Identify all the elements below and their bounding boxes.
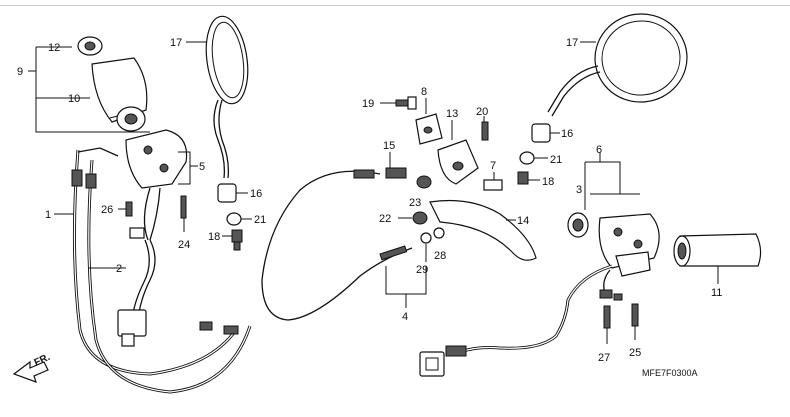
label-17-right: 17 <box>566 37 578 49</box>
part-8-holder <box>415 98 443 145</box>
part-5-switch-housing <box>125 129 188 241</box>
top-border-line <box>0 5 790 6</box>
label-6: 6 <box>596 144 602 156</box>
part-26-screw <box>118 201 133 217</box>
part-23-washer <box>416 175 432 189</box>
label-29: 29 <box>416 264 428 276</box>
part-15-adjuster <box>385 152 407 179</box>
label-22: 22 <box>379 213 391 225</box>
bracket-6 <box>585 161 621 194</box>
part-2-throttle-cable <box>85 159 252 394</box>
label-26: 26 <box>101 204 113 216</box>
label-21-left: 21 <box>254 214 266 226</box>
label-27: 27 <box>598 352 610 364</box>
label-11: 11 <box>711 287 722 299</box>
label-18-right: 18 <box>542 176 554 188</box>
label-4: 4 <box>402 311 408 323</box>
diagram-code: MFE7F0300A <box>642 368 698 378</box>
part-7-switch <box>483 172 503 191</box>
part-17-mirror-left <box>205 15 249 179</box>
label-13: 13 <box>446 108 458 120</box>
label-20: 20 <box>476 106 488 118</box>
label-19: 19 <box>362 98 374 110</box>
front-direction-arrow <box>12 360 49 383</box>
connector-left <box>117 309 147 337</box>
part-19-bolt <box>380 96 417 110</box>
part-18-bolt-right <box>517 171 540 185</box>
part-16-mount-left <box>217 183 248 203</box>
part-20-screw <box>481 116 489 141</box>
part-21-nut-right <box>519 151 548 165</box>
label-25: 25 <box>629 347 641 359</box>
part-24-screw <box>180 195 187 232</box>
front-indicator-label: FR. <box>33 352 52 369</box>
part-12-end-cap <box>77 36 103 56</box>
label-17-left: 17 <box>170 37 182 49</box>
label-8: 8 <box>421 86 427 98</box>
part-25-screw <box>631 303 639 340</box>
part-14-clutch-lever <box>429 199 537 261</box>
part-13-lever-bracket <box>437 120 479 185</box>
part-3-ring <box>567 212 589 238</box>
part-17-mirror-right <box>547 13 688 117</box>
part-4-clutch-cable <box>261 169 413 321</box>
part-27-screw <box>603 305 611 344</box>
part-11-grip-right <box>673 233 762 284</box>
label-7: 7 <box>490 160 496 172</box>
label-1: 1 <box>45 209 51 221</box>
label-12: 12 <box>48 42 60 54</box>
connector-right <box>419 345 467 377</box>
label-9: 9 <box>17 66 23 78</box>
label-16-right: 16 <box>561 128 573 140</box>
part-16-mount-right <box>531 123 560 143</box>
label-14: 14 <box>517 215 529 227</box>
label-15: 15 <box>383 140 395 152</box>
label-24: 24 <box>178 239 190 251</box>
part-21-nut-left <box>226 212 252 226</box>
label-3: 3 <box>576 184 582 196</box>
part-22-bolt <box>398 211 428 225</box>
part-28-nut <box>433 227 445 239</box>
label-5: 5 <box>199 161 205 173</box>
part-6-switch-housing-right <box>598 213 660 277</box>
label-28: 28 <box>434 250 446 262</box>
label-23: 23 <box>409 197 421 209</box>
label-21-right: 21 <box>550 154 562 166</box>
label-10: 10 <box>68 93 80 105</box>
part-18-bolt-left <box>222 229 243 251</box>
part-1-throttle-cable <box>71 149 238 376</box>
label-18-left: 18 <box>208 231 220 243</box>
part-10-grip <box>91 57 148 132</box>
label-2: 2 <box>116 263 122 275</box>
label-16-left: 16 <box>250 188 262 200</box>
bracket-9 <box>35 47 150 133</box>
part-29-pin <box>420 232 432 262</box>
